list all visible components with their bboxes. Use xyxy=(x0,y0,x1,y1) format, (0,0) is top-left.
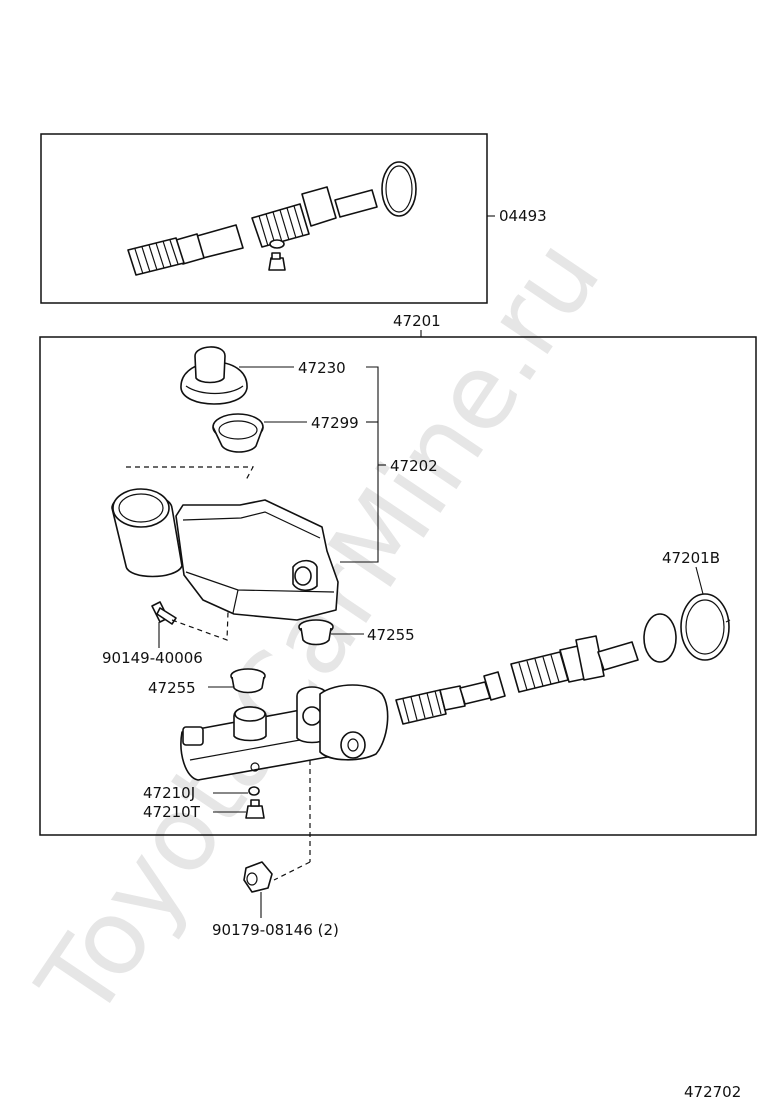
master-cylinder-assembly-box: 47201 xyxy=(39,312,757,836)
label-47230: 47230 xyxy=(298,359,346,377)
label-47201B: 47201B xyxy=(662,549,720,567)
label-47201: 47201 xyxy=(393,312,441,330)
label-47210J: 47210J xyxy=(143,784,195,802)
diagram-code: 472702 xyxy=(684,1083,741,1101)
repair-kit-box: 04493 xyxy=(40,133,547,304)
reservoir-strainer: 47299 xyxy=(212,413,359,453)
reservoir-bolt: 90149-40006 xyxy=(102,601,229,667)
label-90179-08146: 90179-08146 (2) xyxy=(212,921,339,939)
label-47255-right: 47255 xyxy=(367,626,415,644)
label-04493: 04493 xyxy=(499,207,547,225)
reservoir-grommet-right: 47255 xyxy=(298,619,415,646)
reservoir-cap: 47230 xyxy=(180,346,346,405)
reservoir-grommet-left: 47255 xyxy=(148,668,266,697)
brake-fluid-reservoir xyxy=(111,488,339,621)
label-47299: 47299 xyxy=(311,414,359,432)
cylinder-seal-kit: 47201B xyxy=(643,549,731,663)
reservoir-bracket: 47202 xyxy=(340,366,438,563)
piston-assembly xyxy=(395,635,639,725)
master-cylinder-body xyxy=(180,684,389,881)
mounting-nut: 90179-08146 (2) xyxy=(212,861,339,939)
label-47255-left: 47255 xyxy=(148,679,196,697)
label-90149-40006: 90149-40006 xyxy=(102,649,203,667)
label-47210T: 47210T xyxy=(143,803,201,821)
label-47202: 47202 xyxy=(390,457,438,475)
outlet-plug-set: 47210J 47210T xyxy=(143,784,265,821)
